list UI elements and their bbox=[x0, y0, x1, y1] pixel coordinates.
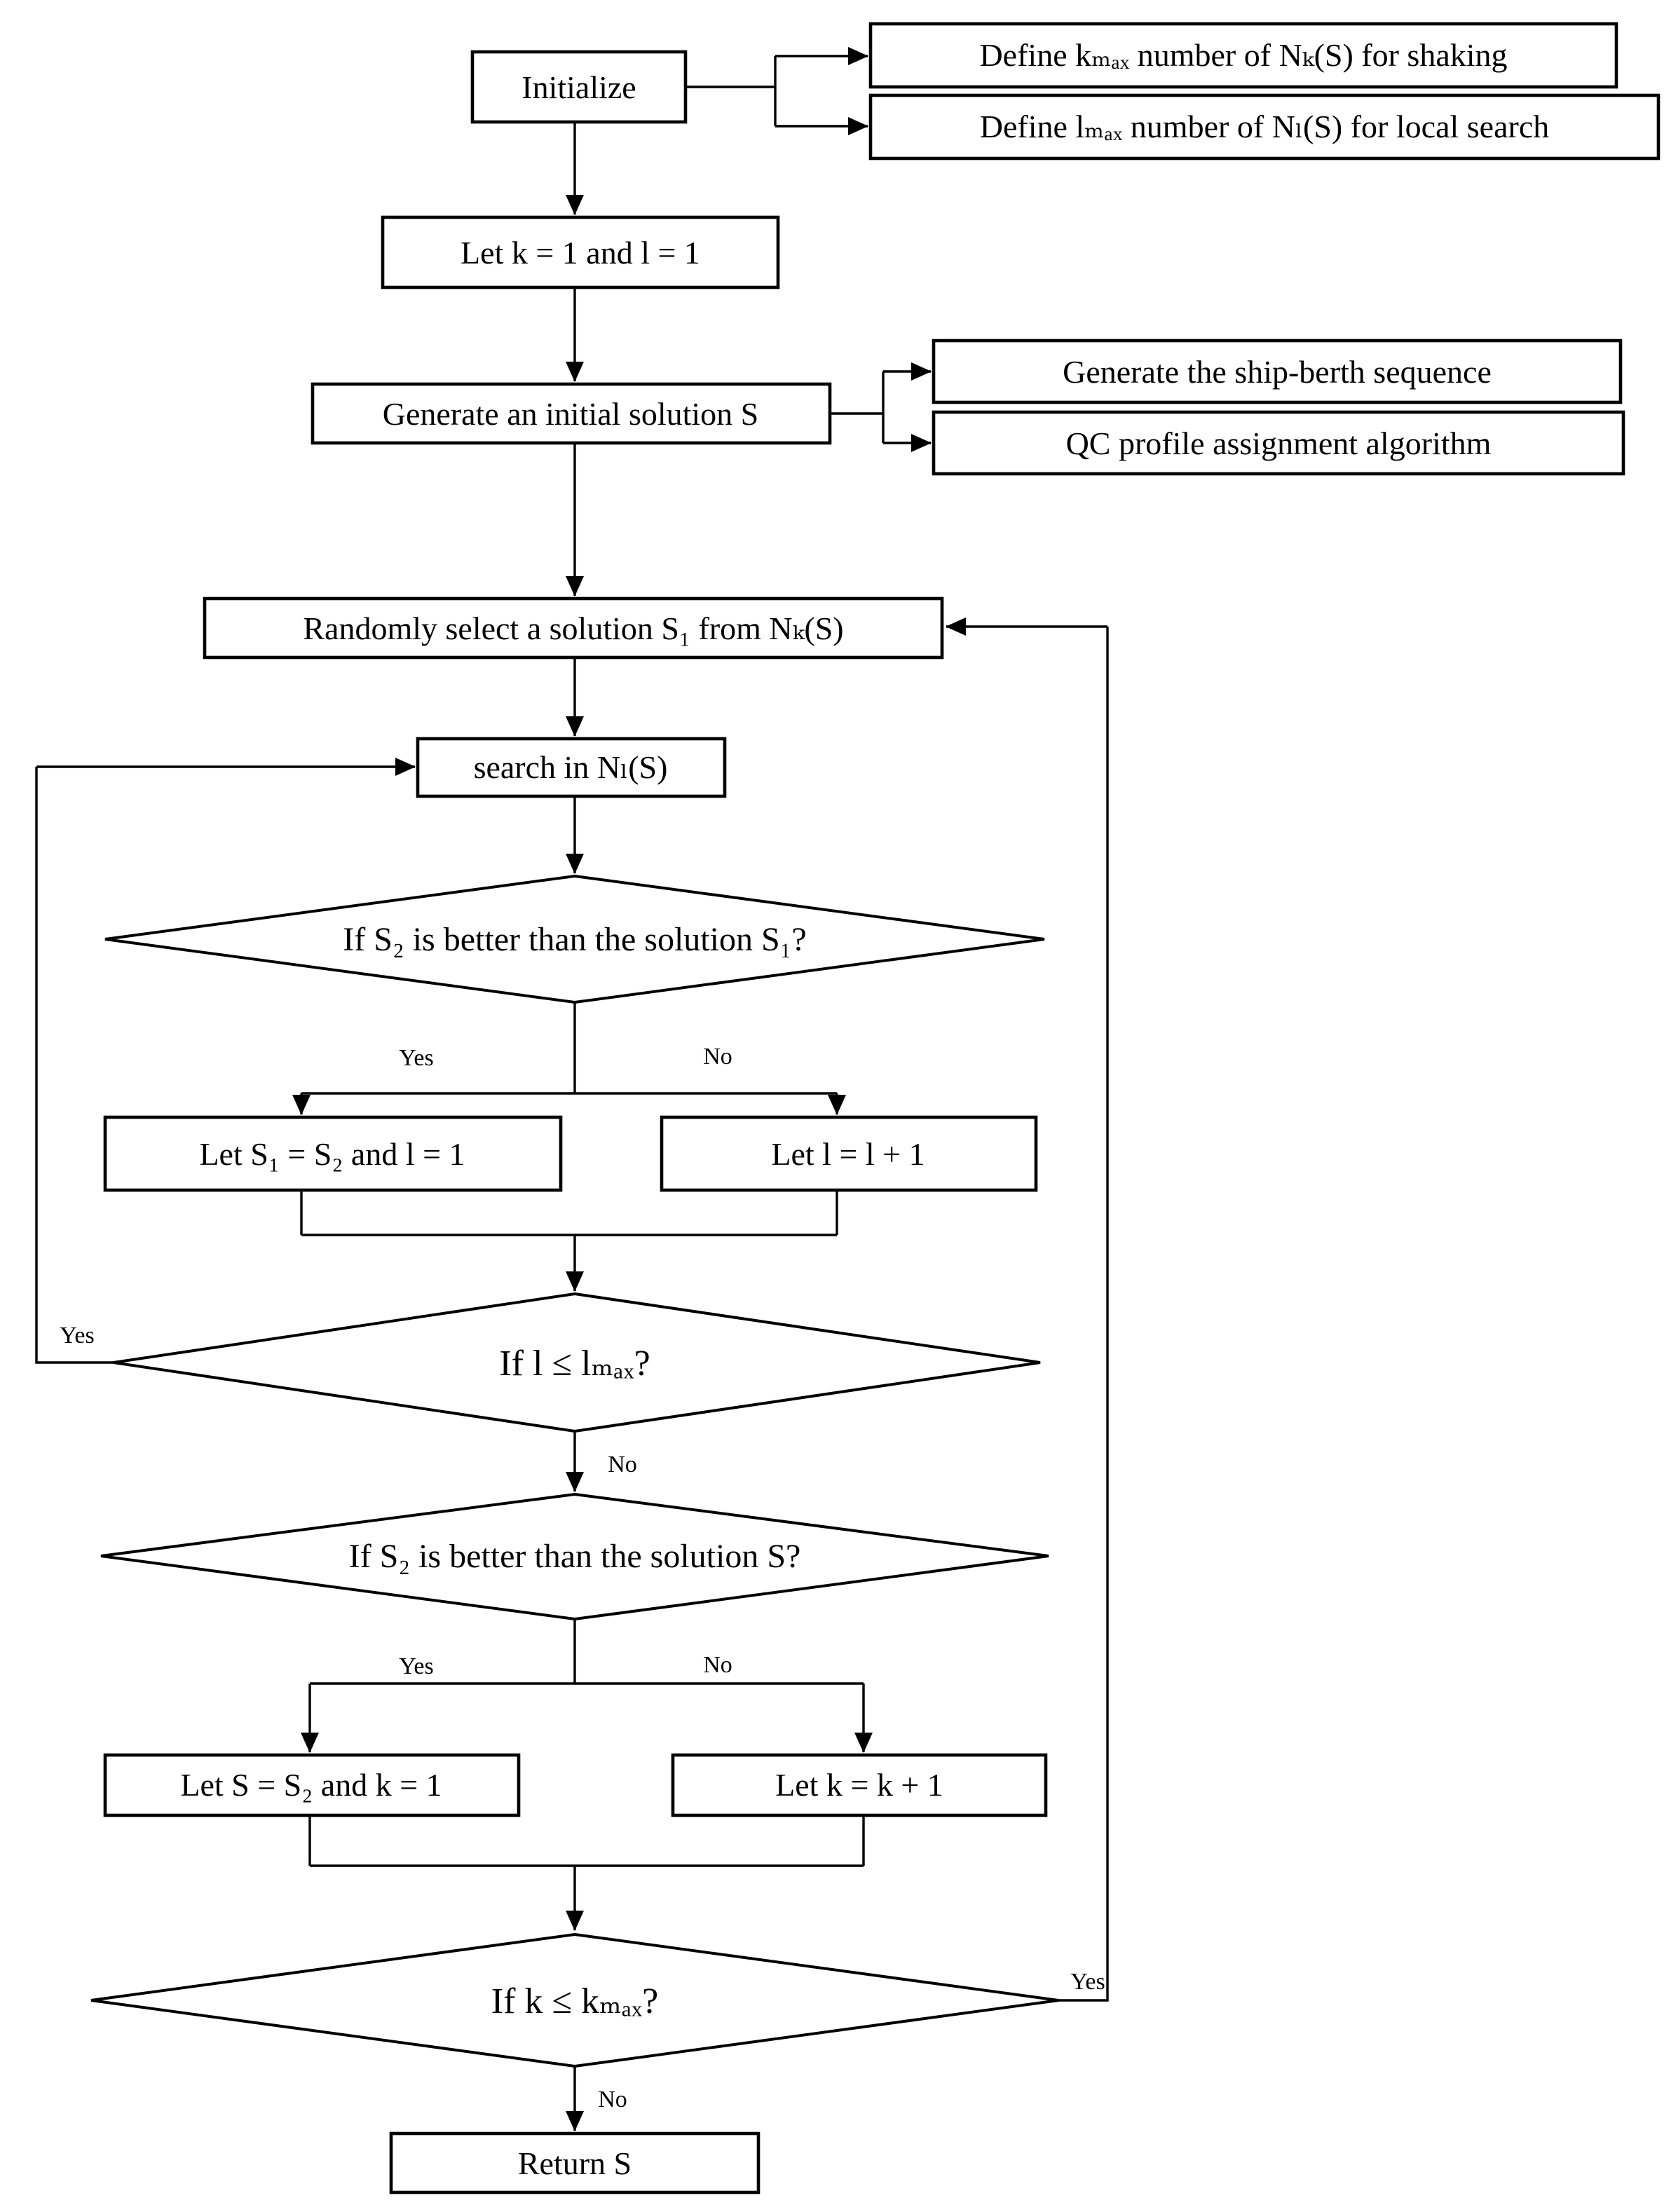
edge-init-bracket bbox=[686, 56, 777, 126]
node-decision-k: If k ≤ kₘₐₓ? bbox=[90, 1932, 1059, 2068]
generate-initial-box bbox=[311, 382, 832, 445]
node-return-s: Return S bbox=[389, 2131, 761, 2194]
decision3-yes-label: Yes bbox=[399, 1653, 433, 1679]
define-lmax-label: Define lₘₐₓ number of Nₗ(S) for local se… bbox=[980, 109, 1550, 144]
decision-l-label: If l ≤ lₘₐₓ? bbox=[499, 1344, 650, 1384]
decision3-no-label: No bbox=[703, 1652, 732, 1678]
ship-berth-label: Generate the ship-berth sequence bbox=[1063, 354, 1492, 390]
node-local-search: search in Nₗ(S) bbox=[416, 737, 727, 798]
decision2-yes-label: Yes bbox=[60, 1323, 94, 1349]
let-l-inc-box bbox=[660, 1115, 1038, 1192]
ship-berth-box bbox=[932, 339, 1623, 404]
node-random-select: Randomly select a solution S₁ from Nₖ(S) bbox=[203, 596, 944, 660]
edges-layer bbox=[35, 47, 1109, 2131]
node-let-l-inc: Let l = l + 1 bbox=[660, 1115, 1038, 1192]
decision-s-label: If S₂ is better than the solution S? bbox=[349, 1538, 801, 1575]
node-decision-s1: If S₂ is better than the solution S₁? bbox=[104, 874, 1045, 1004]
random-select-label: Randomly select a solution S₁ from Nₖ(S) bbox=[303, 610, 843, 646]
let-k-l-box bbox=[381, 215, 780, 289]
let-s-s2-label: Let S = S₂ and k = 1 bbox=[180, 1767, 442, 1803]
define-kmax-box bbox=[868, 22, 1618, 89]
decision-s1-diamond bbox=[104, 874, 1045, 1004]
decision1-yes-label: Yes bbox=[399, 1045, 433, 1071]
decision2-no-label: No bbox=[608, 1452, 637, 1477]
define-kmax-label: Define kₘₐₓ number of Nₖ(S) for shaking bbox=[979, 37, 1507, 73]
decision-s-diamond bbox=[100, 1492, 1049, 1621]
edge-merge1 bbox=[300, 1190, 838, 1236]
node-let-s-s2: Let S = S₂ and k = 1 bbox=[103, 1753, 521, 1817]
node-let-k-l: Let k = 1 and l = 1 bbox=[381, 215, 780, 289]
decision-k-diamond bbox=[90, 1932, 1059, 2068]
decision1-no-label: No bbox=[703, 1044, 732, 1070]
local-search-box bbox=[416, 737, 727, 798]
node-qc-profile: QC profile assignment algorithm bbox=[932, 410, 1625, 476]
let-s1-s2-box bbox=[103, 1115, 563, 1192]
generate-initial-label: Generate an initial solution S bbox=[383, 396, 759, 432]
qc-profile-label: QC profile assignment algorithm bbox=[1066, 425, 1492, 461]
node-initialize: Initialize bbox=[470, 50, 688, 124]
decision4-no-label: No bbox=[598, 2087, 627, 2112]
node-define-kmax: Define kₘₐₓ number of Nₖ(S) for shaking bbox=[868, 22, 1618, 89]
node-generate-initial: Generate an initial solution S bbox=[311, 382, 832, 445]
edge-decision1-split bbox=[301, 1002, 837, 1095]
return-s-box bbox=[389, 2131, 761, 2194]
node-define-lmax: Define lₘₐₓ number of Nₗ(S) for local se… bbox=[868, 93, 1660, 161]
decision-k-label: If k ≤ kₘₐₓ? bbox=[491, 1981, 658, 2021]
edge-decision3-split bbox=[310, 1619, 864, 1685]
decision4-yes-label: Yes bbox=[1070, 1969, 1105, 1995]
let-s-s2-box bbox=[103, 1753, 521, 1817]
edge-decision4-yes-loop bbox=[1058, 627, 1109, 2002]
let-k-l-label: Let k = 1 and l = 1 bbox=[461, 235, 700, 271]
let-k-inc-label: Let k = k + 1 bbox=[775, 1767, 943, 1803]
node-decision-l: If l ≤ lₘₐₓ? bbox=[113, 1292, 1041, 1433]
decision-l-diamond bbox=[113, 1292, 1041, 1433]
let-k-inc-box bbox=[671, 1753, 1048, 1817]
node-let-s1-s2: Let S₁ = S₂ and l = 1 bbox=[103, 1115, 563, 1192]
decision-s1-label: If S₂ is better than the solution S₁? bbox=[343, 921, 806, 958]
random-select-box bbox=[203, 596, 944, 660]
edge-merge2 bbox=[308, 1815, 865, 1867]
initialize-label: Initialize bbox=[521, 69, 636, 105]
node-ship-berth: Generate the ship-berth sequence bbox=[932, 339, 1623, 404]
edge-decision2-yes-loop bbox=[35, 767, 114, 1364]
edge-generate-bracket bbox=[830, 371, 885, 443]
let-l-inc-label: Let l = l + 1 bbox=[771, 1136, 925, 1172]
node-decision-s: If S₂ is better than the solution S? bbox=[100, 1492, 1049, 1621]
node-let-k-inc: Let k = k + 1 bbox=[671, 1753, 1048, 1817]
return-s-label: Return S bbox=[518, 2145, 632, 2181]
qc-profile-box bbox=[932, 410, 1625, 476]
let-s1-s2-label: Let S₁ = S₂ and l = 1 bbox=[199, 1136, 465, 1172]
edge-labels-layer: Yes No Yes No Yes No Yes No bbox=[60, 1044, 1105, 2112]
nodes-layer: Initialize Define kₘₐₓ number of Nₖ(S) f… bbox=[90, 22, 1660, 2194]
initialize-box bbox=[470, 50, 688, 124]
local-search-label: search in Nₗ(S) bbox=[474, 749, 668, 785]
define-lmax-box bbox=[868, 93, 1660, 161]
